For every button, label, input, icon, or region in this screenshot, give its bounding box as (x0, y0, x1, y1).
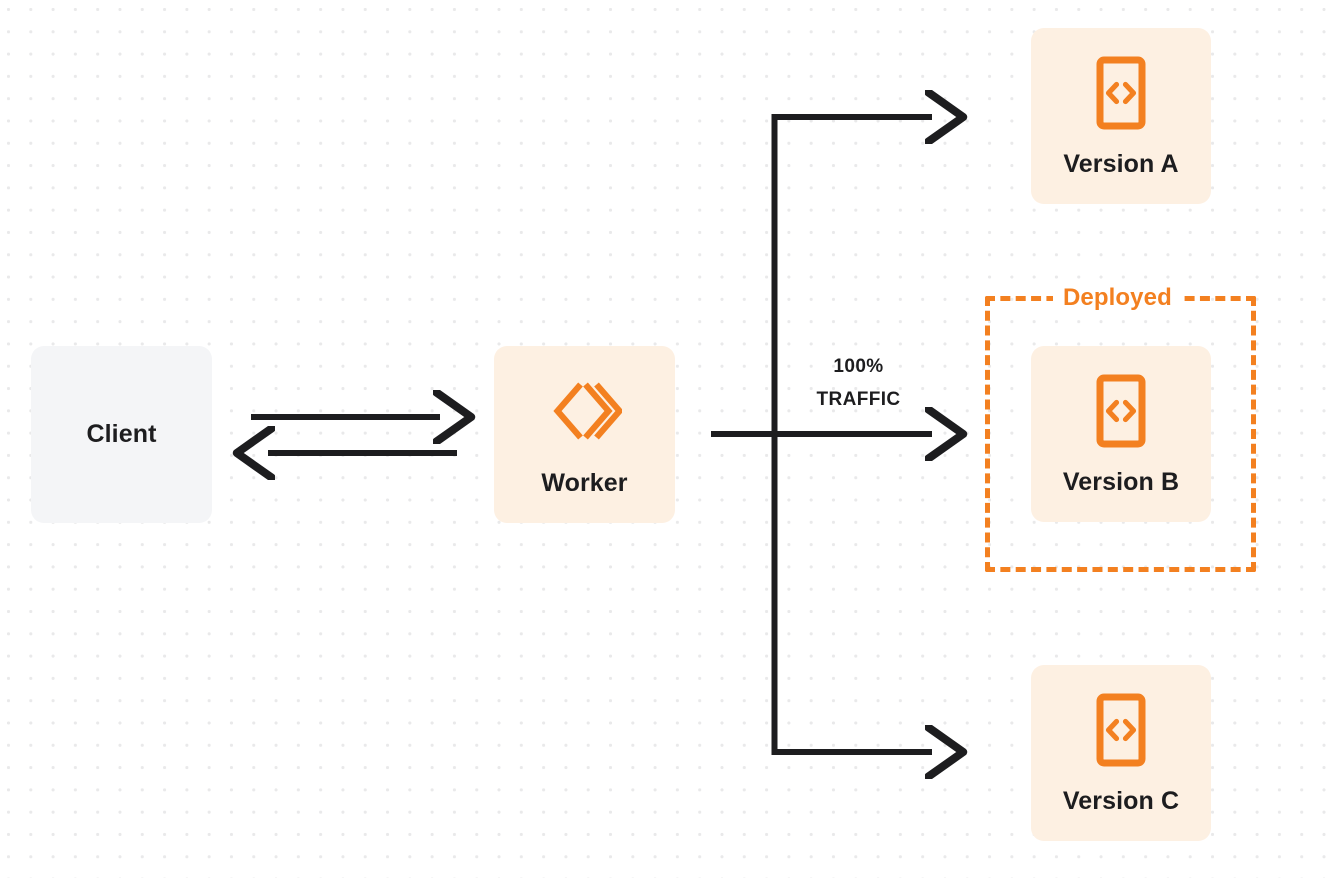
traffic-percentage-label: 100% TRAFFIC (786, 350, 931, 416)
code-file-icon (1091, 693, 1151, 767)
traffic-unit: TRAFFIC (816, 389, 901, 410)
client-node[interactable]: Client (31, 346, 212, 523)
connector-worker-trunk (711, 114, 932, 755)
version-a-label: Version A (1063, 149, 1179, 178)
version-b-node[interactable]: Version B (1031, 346, 1211, 522)
client-label: Client (86, 420, 157, 448)
code-file-icon (1091, 56, 1151, 130)
version-c-node[interactable]: Version C (1031, 665, 1211, 841)
traffic-percent: 100% (833, 356, 884, 377)
cloudflare-workers-logo-icon (548, 374, 622, 448)
version-b-label: Version B (1062, 467, 1180, 496)
code-file-icon (1091, 374, 1151, 448)
deployed-group-label: Deployed (1053, 285, 1182, 311)
worker-node[interactable]: Worker (494, 346, 675, 523)
worker-label: Worker (541, 468, 628, 497)
version-c-label: Version C (1062, 786, 1180, 815)
version-a-node[interactable]: Version A (1031, 28, 1211, 204)
